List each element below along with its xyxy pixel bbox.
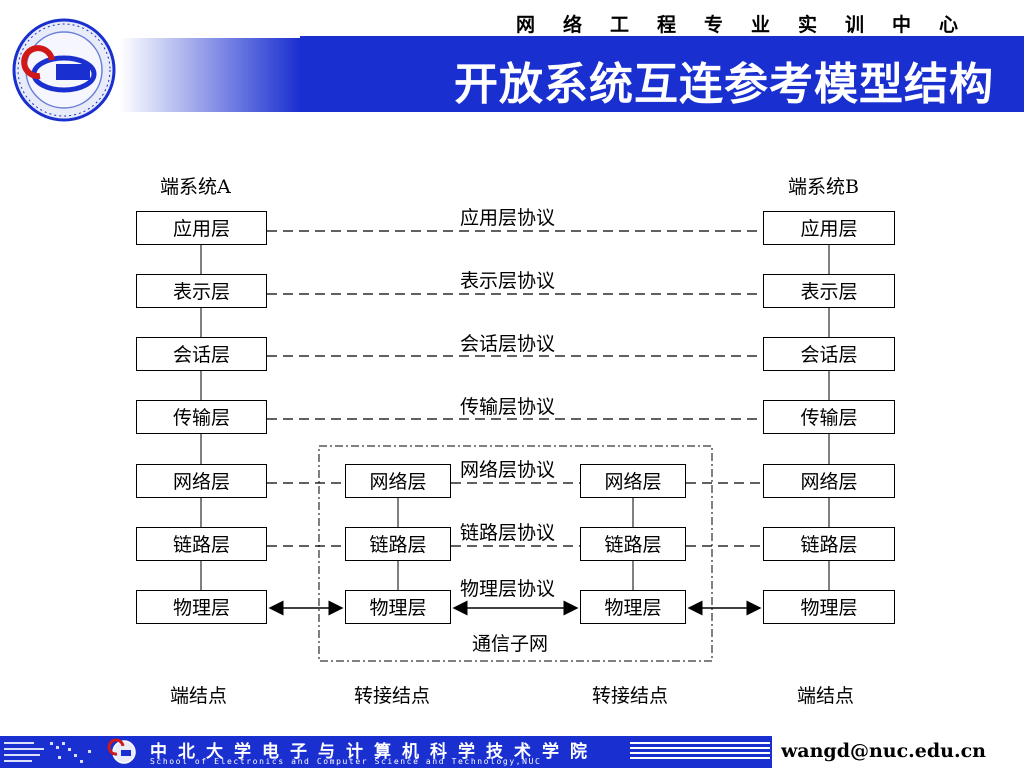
page-title: 开放系统互连参考模型结构 (454, 59, 994, 110)
end-a-physical-layer: 物理层 (136, 590, 267, 624)
org-title: 网络工程专业实训中心 (515, 14, 986, 36)
email-box (772, 736, 1024, 768)
end-node-a-label: 端结点 (170, 685, 228, 707)
end-a-link-layer: 链路层 (136, 527, 267, 561)
end-a-application-layer: 应用层 (136, 211, 267, 245)
end-a-session-layer: 会话层 (136, 337, 267, 371)
end-b-presentation-layer: 表示层 (763, 274, 895, 308)
end-node-b-label: 端结点 (797, 685, 855, 707)
relay1-link-layer: 链路层 (345, 527, 451, 561)
end-b-physical-layer: 物理层 (763, 590, 895, 624)
school-name-cn: 中北大学电子与计算机科学技术学院 (150, 742, 598, 762)
relay-node-1-label: 转接结点 (354, 685, 431, 707)
end-b-session-layer: 会话层 (763, 337, 895, 371)
footer-decoration (4, 738, 136, 764)
school-name-en: School of Electronics and Computer Scien… (150, 757, 542, 766)
end-system-b-label: 端系统B (788, 176, 859, 198)
footer-stripes (630, 742, 770, 759)
presentation-protocol-label: 表示层协议 (460, 270, 556, 292)
relay1-network-layer: 网络层 (345, 464, 451, 498)
end-a-transport-layer: 传输层 (136, 400, 267, 434)
header-top-band (300, 0, 1024, 36)
end-a-presentation-layer: 表示层 (136, 274, 267, 308)
application-protocol-label: 应用层协议 (460, 207, 556, 229)
network-protocol-label: 网络层协议 (460, 459, 556, 481)
link-protocol-label: 链路层协议 (460, 522, 556, 544)
subnet-label: 通信子网 (472, 633, 549, 655)
physical-protocol-label: 物理层协议 (460, 578, 556, 600)
relay2-physical-layer: 物理层 (580, 590, 686, 624)
relay1-physical-layer: 物理层 (345, 590, 451, 624)
end-b-link-layer: 链路层 (763, 527, 895, 561)
end-system-a-label: 端系统A (160, 176, 231, 198)
contact-email: wangd@nuc.edu.cn (780, 740, 986, 762)
relay2-network-layer: 网络层 (580, 464, 686, 498)
session-protocol-label: 会话层协议 (460, 333, 556, 355)
end-b-transport-layer: 传输层 (763, 400, 895, 434)
end-b-application-layer: 应用层 (763, 211, 895, 245)
end-b-network-layer: 网络层 (763, 464, 895, 498)
end-a-network-layer: 网络层 (136, 464, 267, 498)
relay2-link-layer: 链路层 (580, 527, 686, 561)
school-logo (12, 18, 116, 122)
relay-node-2-label: 转接结点 (592, 685, 669, 707)
transport-protocol-label: 传输层协议 (460, 396, 556, 418)
